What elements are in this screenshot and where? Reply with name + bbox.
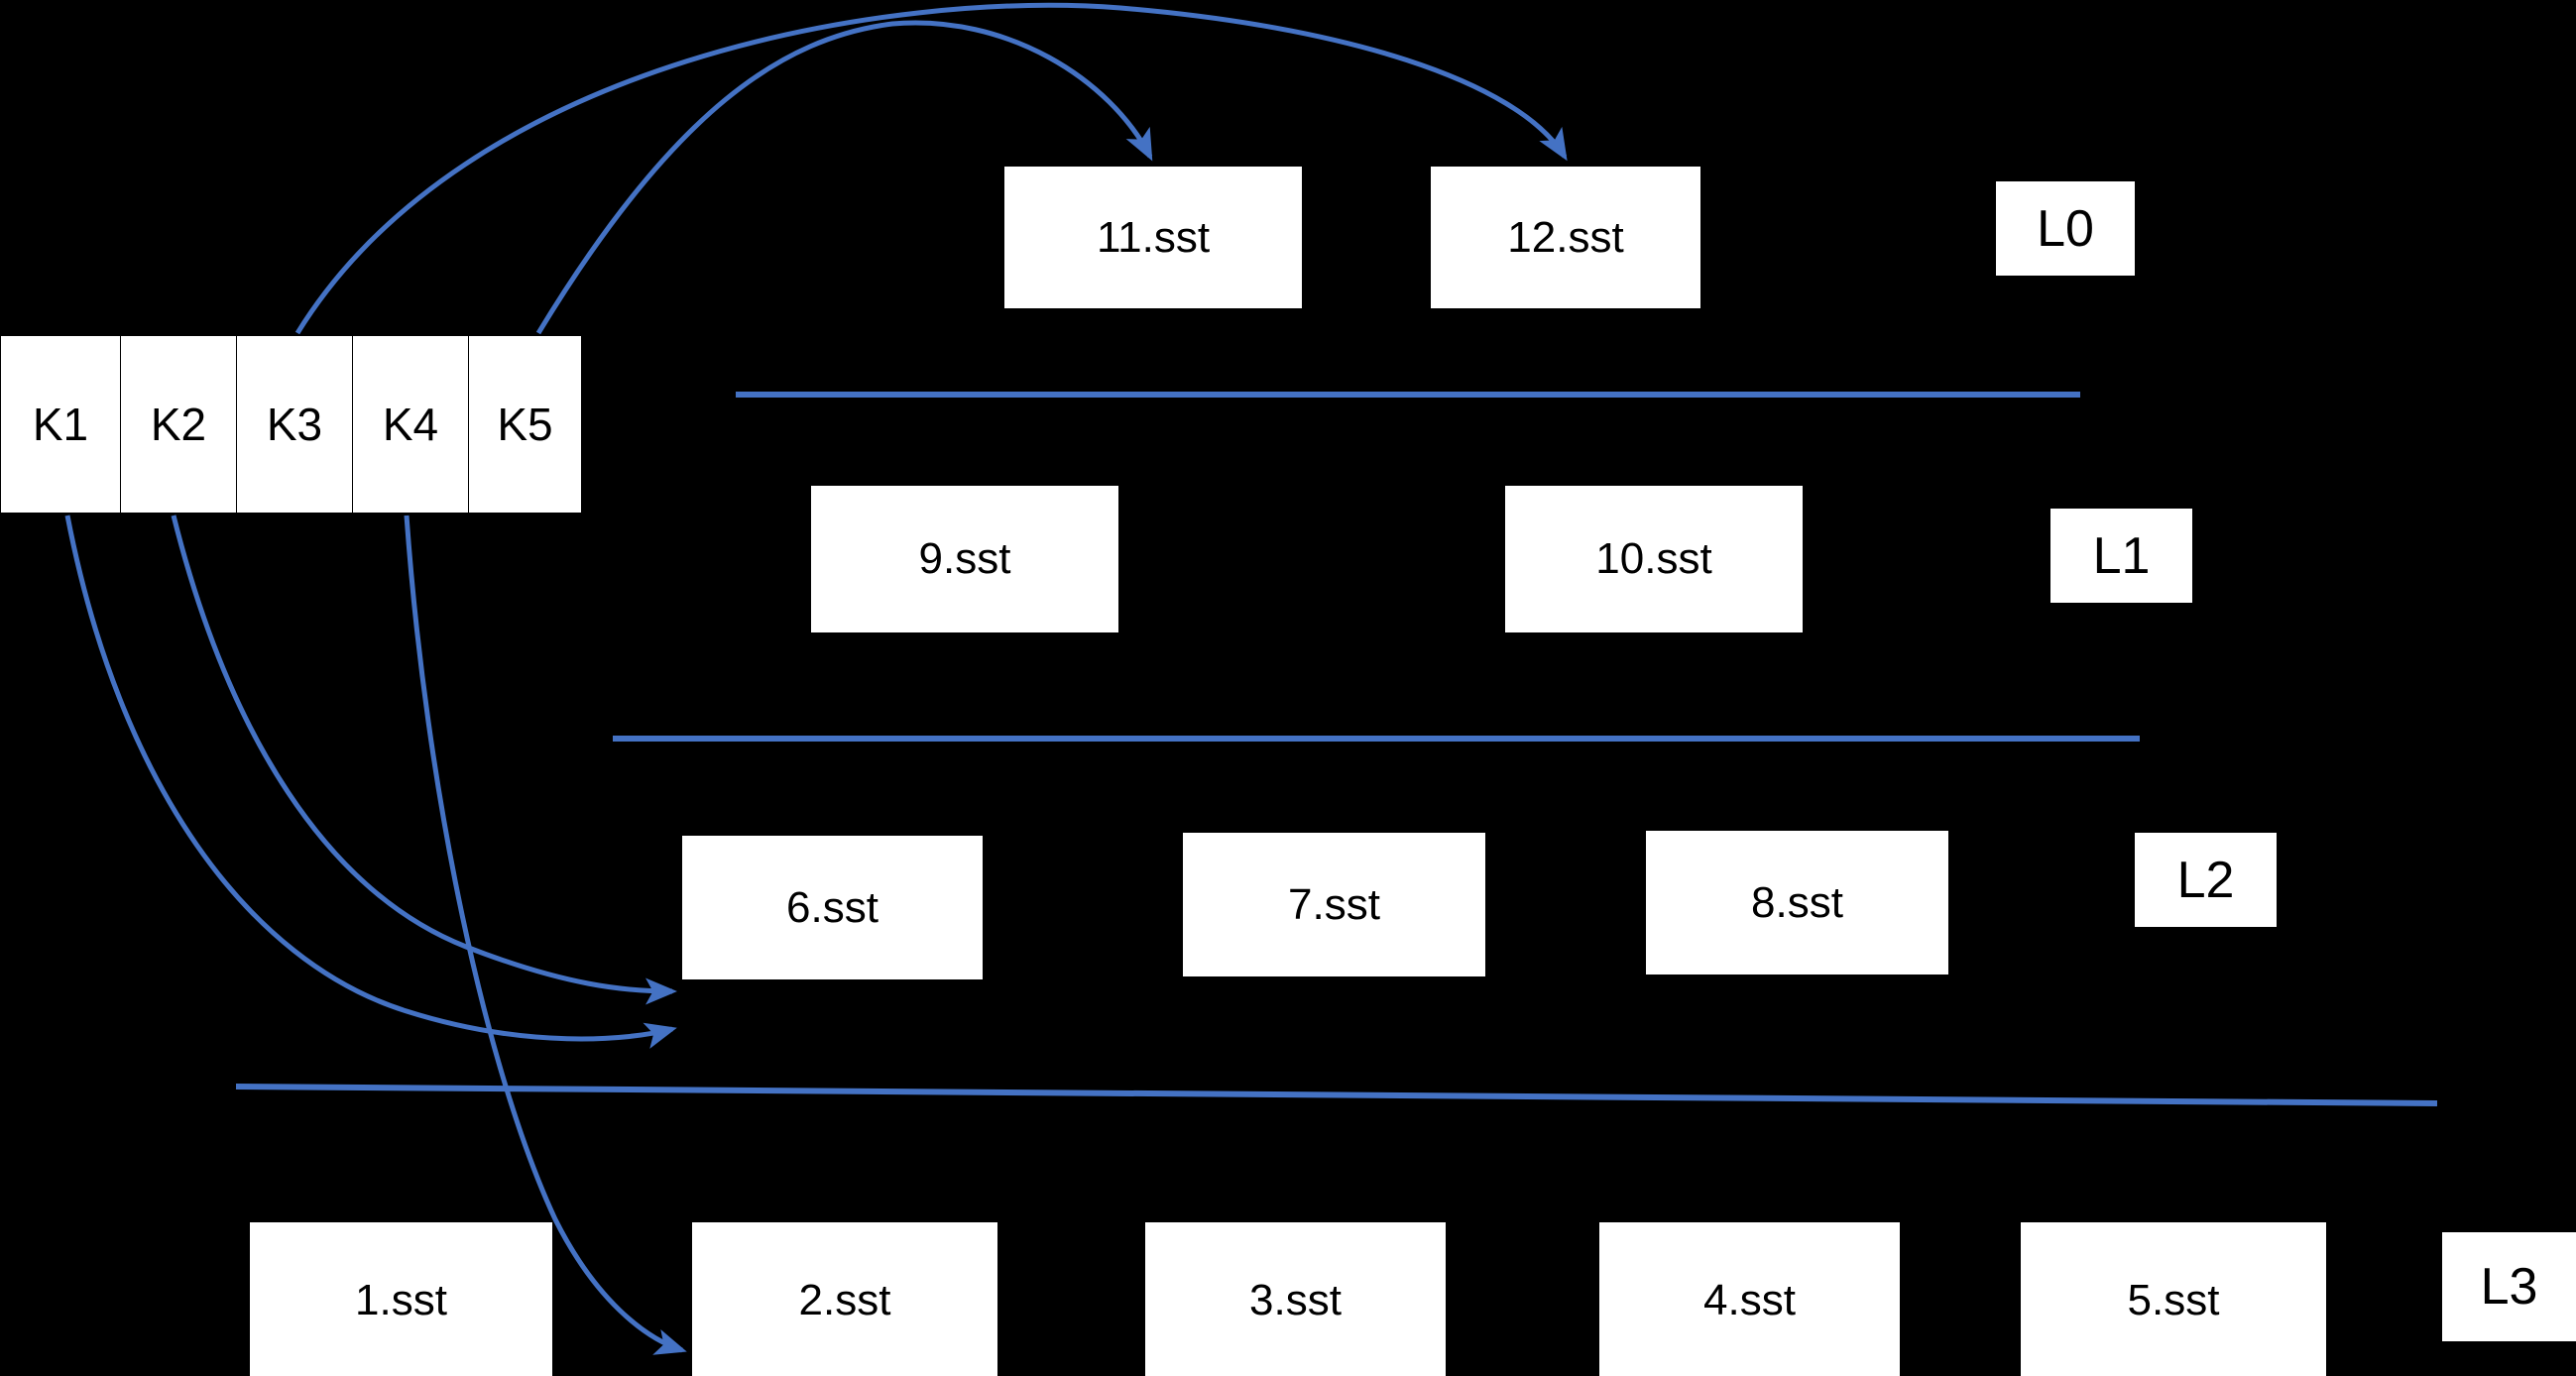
sst-file-5-sst[interactable]: 5.sst xyxy=(2021,1222,2326,1376)
level-label-l2: L2 xyxy=(2135,833,2277,927)
level-label-text: L2 xyxy=(2176,851,2235,909)
sst-file-2-sst[interactable]: 2.sst xyxy=(692,1222,997,1376)
sst-file-label: 7.sst xyxy=(1288,879,1380,929)
memtable-key-label: K3 xyxy=(266,399,323,450)
separator-l2-l3 xyxy=(235,1084,2438,1106)
memtable-key-k4[interactable]: K4 xyxy=(352,335,469,514)
sst-file-7-sst[interactable]: 7.sst xyxy=(1183,833,1485,976)
sst-file-label: 6.sst xyxy=(786,882,878,932)
sst-file-8-sst[interactable]: 8.sst xyxy=(1646,831,1948,975)
sst-file-label: 12.sst xyxy=(1507,212,1624,262)
memtable-key-label: K5 xyxy=(497,399,553,450)
sst-file-12-sst[interactable]: 12.sst xyxy=(1431,167,1700,308)
flow-k1-to-6sst xyxy=(64,515,677,1049)
sst-file-11-sst[interactable]: 11.sst xyxy=(1004,167,1302,308)
level-label-text: L1 xyxy=(2092,526,2151,585)
flow-k3-to-12sst xyxy=(294,2,1568,335)
sst-file-label: 4.sst xyxy=(1703,1276,1796,1324)
level-label-l0: L0 xyxy=(1996,181,2135,276)
memtable-key-label: K1 xyxy=(32,399,89,450)
sst-file-label: 9.sst xyxy=(918,534,1011,583)
sst-file-label: 1.sst xyxy=(355,1276,447,1324)
memtable-key-k3[interactable]: K3 xyxy=(236,335,353,514)
sst-file-3-sst[interactable]: 3.sst xyxy=(1145,1222,1446,1376)
sst-file-4-sst[interactable]: 4.sst xyxy=(1599,1222,1900,1376)
level-label-l1: L1 xyxy=(2050,509,2192,603)
level-label-text: L0 xyxy=(2037,199,2094,258)
memtable-key-k5[interactable]: K5 xyxy=(468,335,582,514)
sst-file-1-sst[interactable]: 1.sst xyxy=(250,1222,552,1376)
flow-k2-to-6sst xyxy=(171,515,677,1005)
memtable-key-label: K4 xyxy=(382,399,439,450)
sst-file-9-sst[interactable]: 9.sst xyxy=(811,486,1118,632)
level-label-text: L3 xyxy=(2480,1258,2538,1316)
sst-file-label: 5.sst xyxy=(2127,1276,2220,1324)
sst-file-10-sst[interactable]: 10.sst xyxy=(1505,486,1803,632)
sst-file-label: 8.sst xyxy=(1751,877,1843,927)
memtable-key-k2[interactable]: K2 xyxy=(120,335,237,514)
sst-file-label: 2.sst xyxy=(798,1276,891,1324)
memtable-key-k1[interactable]: K1 xyxy=(0,335,121,514)
sst-file-label: 11.sst xyxy=(1096,212,1211,262)
memtable-key-label: K2 xyxy=(150,399,207,450)
sst-file-6-sst[interactable]: 6.sst xyxy=(682,836,983,979)
sst-file-label: 3.sst xyxy=(1249,1276,1342,1324)
memtable: K1 K2 K3 K4 K5 xyxy=(0,335,582,514)
level-label-l3: L3 xyxy=(2442,1232,2576,1341)
sst-file-label: 10.sst xyxy=(1595,534,1712,583)
